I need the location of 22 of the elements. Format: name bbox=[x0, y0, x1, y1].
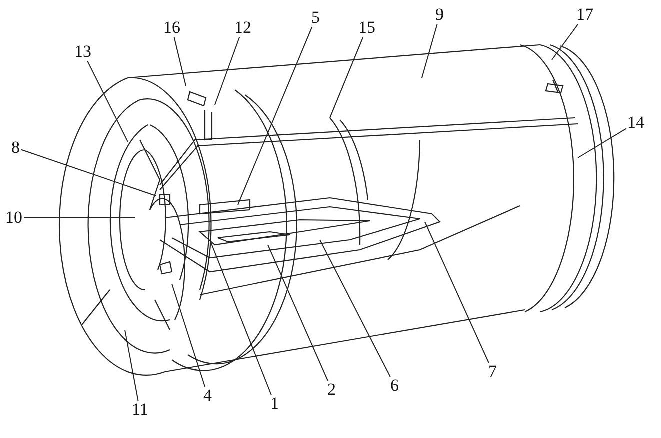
leader-line bbox=[174, 36, 186, 86]
leader-line bbox=[124, 330, 139, 402]
callout-number: 5 bbox=[310, 9, 321, 27]
leader-line bbox=[578, 128, 627, 158]
callout-number: 15 bbox=[358, 19, 376, 37]
leader-line bbox=[238, 26, 313, 206]
leader-line bbox=[268, 244, 328, 382]
leader-line bbox=[320, 240, 391, 378]
leader-line bbox=[424, 222, 490, 364]
leader-line bbox=[422, 24, 438, 78]
leader-line bbox=[210, 240, 272, 396]
callout-number: 9 bbox=[434, 6, 445, 24]
leader-line bbox=[21, 149, 156, 196]
callout-number: 13 bbox=[74, 43, 92, 61]
callout-number: 16 bbox=[162, 19, 182, 37]
callout-number: 17 bbox=[576, 6, 594, 24]
leader-line bbox=[87, 60, 128, 142]
callout-number: 12 bbox=[234, 19, 252, 37]
leader-line bbox=[172, 284, 206, 388]
leader-line bbox=[330, 36, 364, 118]
leader-line bbox=[214, 36, 240, 106]
leader-line bbox=[552, 24, 579, 60]
